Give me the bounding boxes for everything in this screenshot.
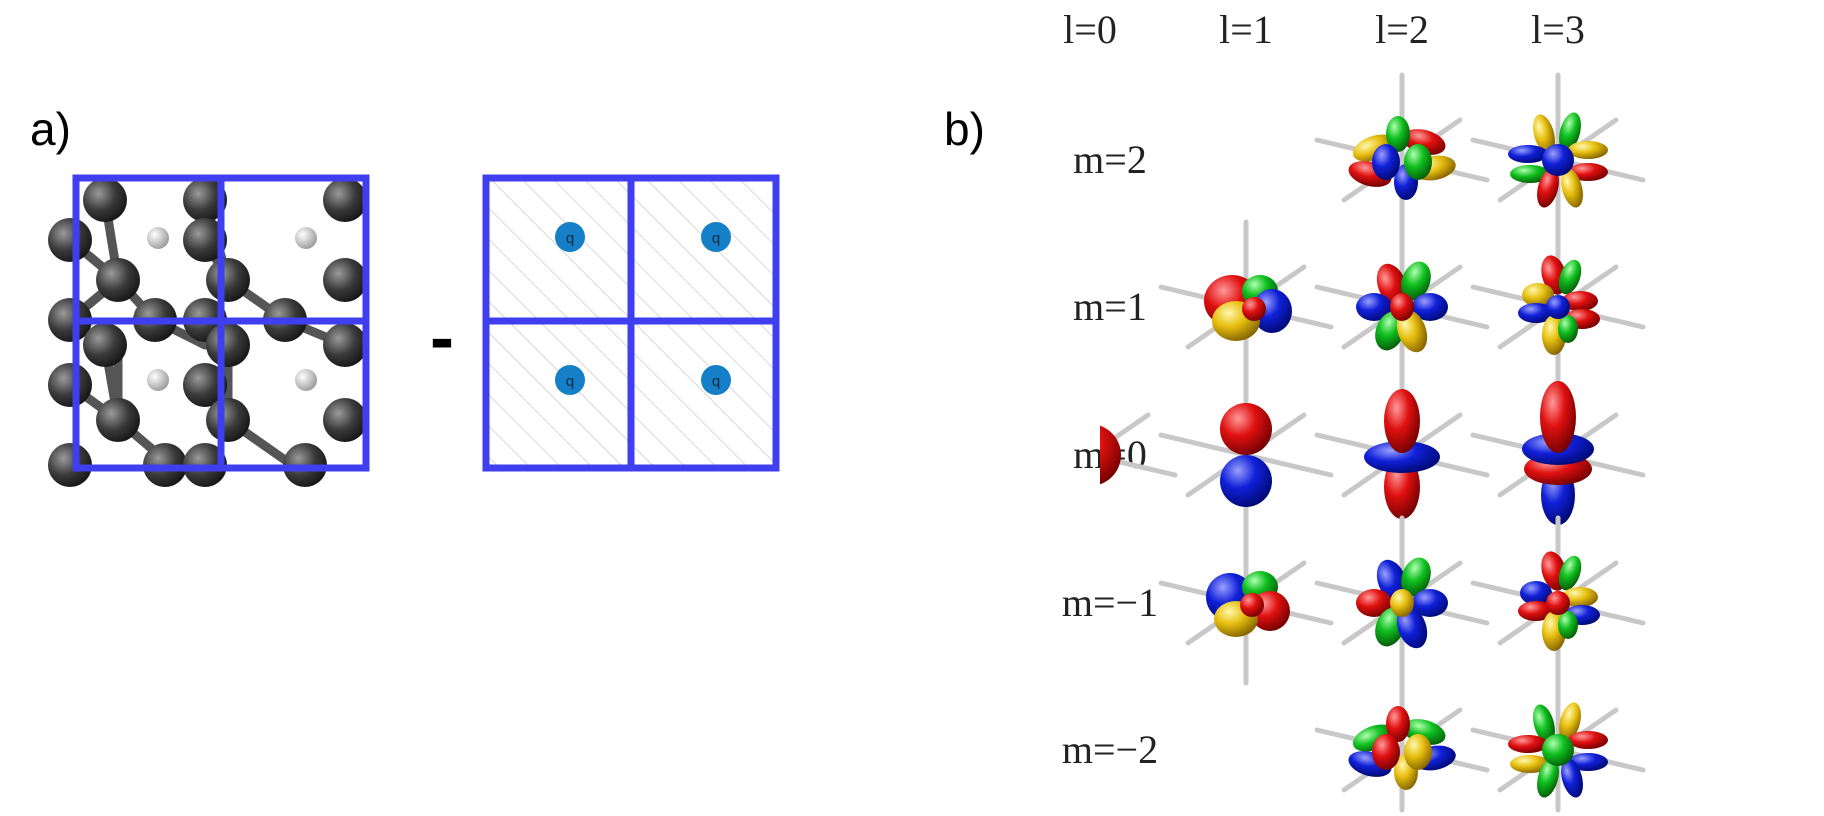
- harmonic-l1-m0: [1158, 367, 1334, 538]
- charge-label: q: [712, 230, 720, 247]
- harmonic-l3-m1: [1470, 219, 1646, 390]
- charge-cell-grid: q q q q: [482, 174, 780, 472]
- point-charge: [555, 222, 585, 252]
- row-label-m2: m=2: [1073, 137, 1147, 182]
- harmonic-l3-m0: [1470, 367, 1646, 538]
- charge-label: q: [712, 373, 720, 390]
- panel-b-harmonics: [1100, 72, 1646, 813]
- charge-label: q: [566, 373, 574, 390]
- harmonic-l2-m1: [1314, 219, 1490, 390]
- panel-a-diagram: - q q q q: [48, 174, 780, 487]
- harmonic-l2-m-1: [1314, 515, 1490, 686]
- harmonic-l2-m-2: [1314, 662, 1490, 813]
- minus-operator: -: [430, 298, 454, 378]
- harmonic-l2-m2: [1314, 72, 1490, 243]
- harmonic-l1-m1: [1158, 219, 1334, 390]
- charge-label: q: [566, 230, 574, 247]
- harmonic-l1-m-1: [1158, 515, 1334, 686]
- panel-a-label: a): [30, 103, 71, 155]
- point-charge: [555, 365, 585, 395]
- panel-b-label: b): [944, 103, 985, 155]
- lattice-atoms-light: [147, 227, 317, 391]
- harmonic-l3-m2: [1470, 72, 1646, 243]
- point-charge: [701, 365, 731, 395]
- point-charge: [701, 222, 731, 252]
- lattice-atoms-dark: [48, 178, 367, 487]
- col-label-l0: l=0: [1063, 7, 1117, 52]
- harmonic-l3-m-2: [1470, 662, 1646, 813]
- col-label-l2: l=2: [1375, 7, 1429, 52]
- row-label-m-2: m=−2: [1061, 727, 1159, 772]
- row-label-m1: m=1: [1073, 284, 1147, 329]
- harmonic-l3-m-1: [1470, 515, 1646, 686]
- col-label-l1: l=1: [1219, 7, 1273, 52]
- lattice-cell-grid: [72, 174, 370, 472]
- harmonic-l0-m0: [1100, 412, 1178, 485]
- row-label-m-1: m=−1: [1061, 580, 1159, 625]
- col-label-l3: l=3: [1531, 7, 1585, 52]
- point-charges: [555, 222, 731, 395]
- harmonic-l2-m0: [1314, 367, 1490, 538]
